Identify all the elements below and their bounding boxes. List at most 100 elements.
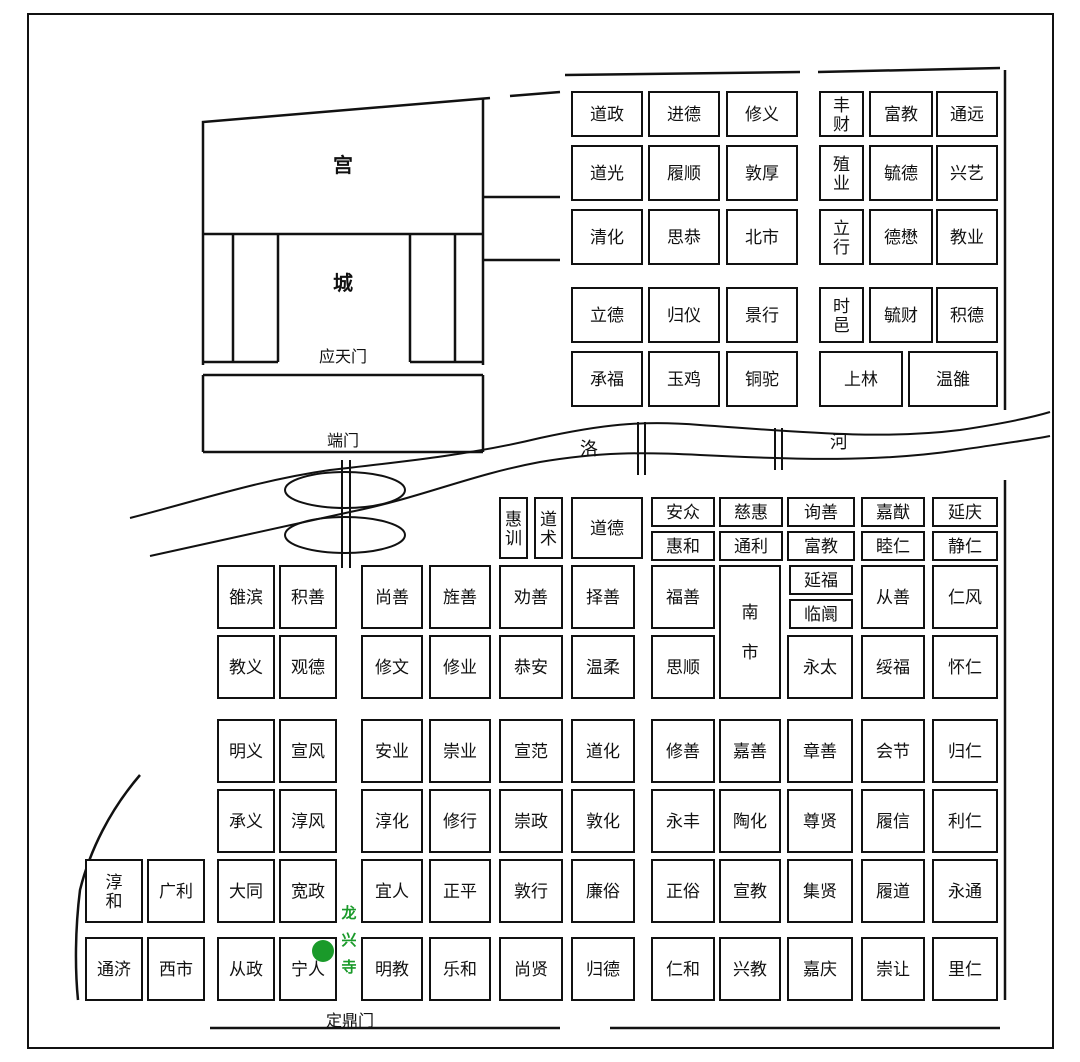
- ward-name: 里仁: [948, 960, 982, 980]
- ward-block: 修文: [361, 635, 423, 699]
- ward-block: 思恭: [648, 209, 720, 265]
- ward-name-char: 惠: [505, 510, 522, 530]
- ward-block: 履道: [861, 859, 925, 923]
- palace-label-cheng: 城: [333, 271, 353, 295]
- ward-box: [787, 719, 853, 783]
- ward-name: 延福: [804, 571, 838, 591]
- ward-box: [861, 635, 925, 699]
- ward-name: 乐和: [443, 960, 477, 980]
- ward-name-char: 行: [833, 238, 850, 258]
- ward-box: [719, 789, 781, 853]
- ward-block: 怀仁: [932, 635, 998, 699]
- ward-block: 延福: [789, 565, 853, 595]
- ward-block: 乐和: [429, 937, 491, 1001]
- ward-block: 温雒: [908, 351, 998, 407]
- ward-name: 崇政: [514, 812, 548, 832]
- ward-name: 毓德: [884, 164, 918, 184]
- ward-name: 德懋: [884, 228, 918, 248]
- ward-block: 履信: [861, 789, 925, 853]
- ward-box: [571, 287, 643, 343]
- ward-box: [787, 531, 855, 561]
- ward-name: 福善: [666, 588, 700, 608]
- ward-box: [147, 859, 205, 923]
- ward-block: 修行: [429, 789, 491, 853]
- ward-box: [932, 859, 998, 923]
- ward-name: 富教: [884, 105, 918, 125]
- ward-name: 仁和: [666, 960, 700, 980]
- ward-box: [147, 937, 205, 1001]
- ward-block: 履顺: [648, 145, 720, 201]
- ward-box: [648, 91, 720, 137]
- ward-name: 嘉庆: [803, 960, 837, 980]
- south-west-wall: [74, 774, 141, 1001]
- ward-block: 殖业: [819, 145, 864, 201]
- ward-box: [651, 789, 715, 853]
- ward-block: 道光: [571, 145, 643, 201]
- ward-box: [217, 635, 275, 699]
- ward-box: [869, 287, 933, 343]
- ward-name: 进德: [667, 105, 701, 125]
- ward-box: [571, 145, 643, 201]
- ward-box: [361, 719, 423, 783]
- ward-block: 会节: [861, 719, 925, 783]
- ward-block: 上林: [819, 351, 903, 407]
- river-label-luo: 洛: [580, 439, 598, 460]
- gate-yingtianmen: 应天门: [319, 347, 367, 366]
- ward-box: [534, 497, 563, 559]
- ward-block: 修义: [726, 91, 798, 137]
- ward-name: 敦化: [586, 812, 620, 832]
- ward-block: 通济: [85, 937, 143, 1001]
- ward-name: 崇让: [876, 960, 910, 980]
- ward-name: 大同: [229, 882, 263, 902]
- ward-name: 玉鸡: [667, 370, 701, 390]
- ward-block: 景行: [726, 287, 798, 343]
- ward-block: 毓德: [869, 145, 933, 201]
- ward-name: 廉俗: [586, 882, 620, 902]
- ward-name: 尊贤: [803, 812, 837, 832]
- ward-name: 尚善: [375, 588, 409, 608]
- ward-name: 归仁: [948, 742, 982, 762]
- longxing-temple-marker: [312, 940, 334, 962]
- ward-block: 恭安: [499, 635, 563, 699]
- ward-block: 观德: [279, 635, 337, 699]
- ward-name: 崇业: [443, 742, 477, 762]
- ward-block: 承义: [217, 789, 275, 853]
- ward-block: 教业: [936, 209, 998, 265]
- ward-name: 慈惠: [734, 503, 768, 523]
- ward-box: [651, 497, 715, 527]
- ward-block: 宣范: [499, 719, 563, 783]
- ward-name: 修文: [375, 658, 409, 678]
- ward-box: [719, 719, 781, 783]
- ward-box: [651, 719, 715, 783]
- ward-block: 通利: [719, 531, 783, 561]
- ward-block: 明教: [361, 937, 423, 1001]
- ward-block: 广利: [147, 859, 205, 923]
- ward-block: 崇政: [499, 789, 563, 853]
- temple-label-char-2: 兴: [341, 931, 356, 949]
- ward-box: [651, 565, 715, 629]
- ward-box: [217, 565, 275, 629]
- ward-box: [361, 859, 423, 923]
- ward-block: 北市: [726, 209, 798, 265]
- ward-name: 道光: [590, 164, 624, 184]
- ward-name-char: 时: [833, 297, 850, 317]
- ward-block: 宣风: [279, 719, 337, 783]
- ward-name: 旌善: [443, 588, 477, 608]
- ward-box: [85, 859, 143, 923]
- ward-block: 慈惠: [719, 497, 783, 527]
- ward-name: 清化: [590, 228, 624, 248]
- ward-block: 归德: [571, 937, 635, 1001]
- ward-box: [499, 859, 563, 923]
- ward-box: [429, 859, 491, 923]
- ward-name: 道政: [590, 105, 624, 125]
- ward-box: [361, 937, 423, 1001]
- ward-name: 毓财: [884, 306, 918, 326]
- gate-dingdingmen: 定鼎门: [326, 1011, 374, 1030]
- palace-city: [201, 90, 561, 454]
- ward-box: [571, 209, 643, 265]
- ward-box: [571, 91, 643, 137]
- ward-name: 永通: [948, 882, 982, 902]
- ward-name: 宽政: [291, 882, 325, 902]
- ward-block: 仁和: [651, 937, 715, 1001]
- ward-name: 淳风: [291, 812, 325, 832]
